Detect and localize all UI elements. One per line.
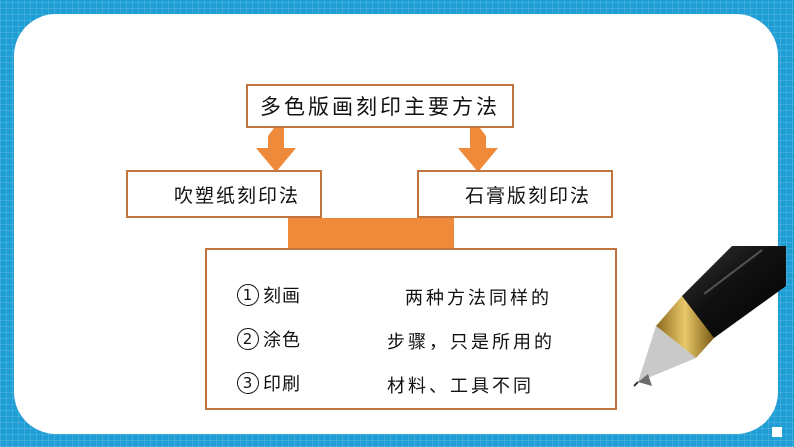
method-left-label: 吹塑纸刻印法	[173, 184, 300, 207]
diagram-title: 多色版画刻印主要方法	[260, 95, 500, 119]
arrow-down-right-icon	[458, 128, 498, 172]
note-line-1: 两种方法同样的	[405, 288, 552, 309]
method-right-label: 石膏版刻印法	[464, 184, 591, 207]
step-item-1: 1 刻画	[237, 282, 301, 308]
step-label: 刻画	[263, 286, 301, 307]
corner-decoration	[772, 427, 782, 437]
step-item-2: 2 涂色	[237, 326, 301, 352]
step-number: 2	[237, 328, 259, 350]
step-label: 印刷	[263, 374, 301, 395]
method-box-left: 吹塑纸刻印法	[126, 170, 322, 218]
step-number: 1	[237, 284, 259, 306]
method-box-right: 石膏版刻印法	[417, 170, 613, 218]
note-line-3: 材料、工具不同	[387, 376, 534, 397]
note-line-2: 步骤，只是所用的	[387, 332, 555, 353]
steps-box: 1 刻画 2 涂色 3 印刷 两种方法同样的 步骤，只是所用的 材料、工具不同	[205, 248, 617, 410]
arrow-down-left-icon	[256, 128, 296, 172]
step-item-3: 3 印刷	[237, 370, 301, 396]
step-label: 涂色	[263, 330, 301, 351]
step-number: 3	[237, 372, 259, 394]
pen-icon	[633, 246, 786, 387]
diagram-title-box: 多色版画刻印主要方法	[246, 84, 514, 128]
